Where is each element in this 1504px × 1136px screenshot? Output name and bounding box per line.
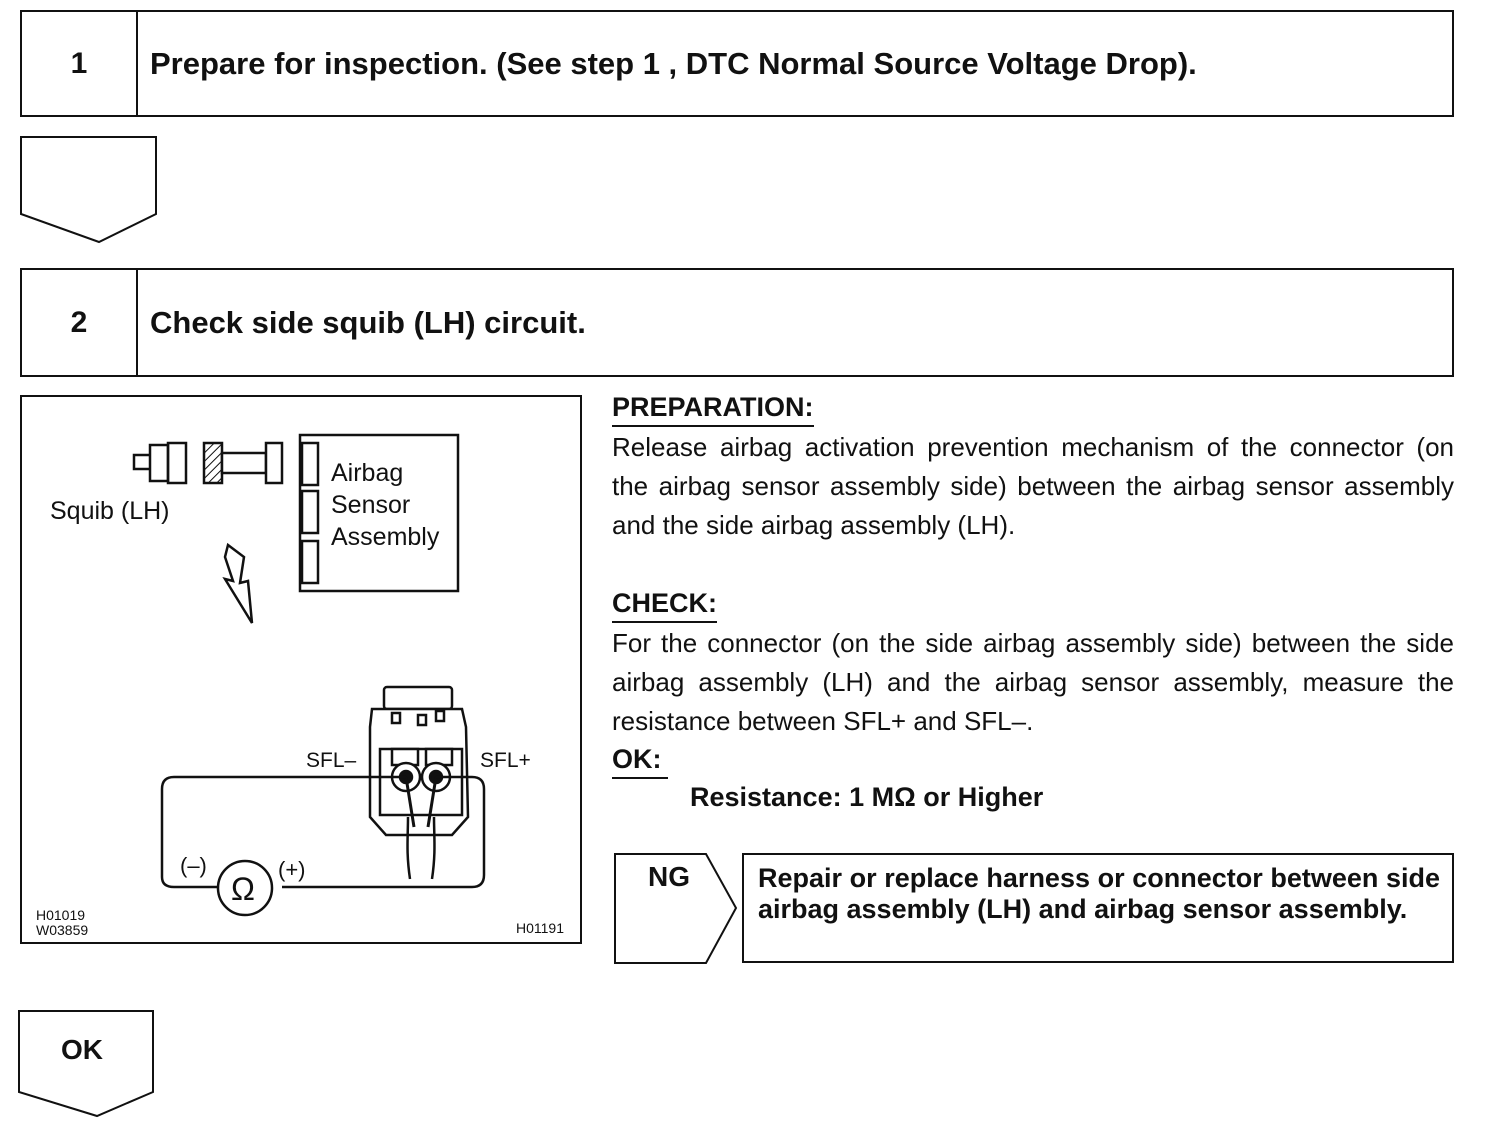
ng-arrow-shape [614, 853, 738, 964]
probe-plus [426, 776, 438, 828]
step-1-number: 1 [22, 12, 138, 115]
sensor-label-line3: Assembly [331, 523, 440, 551]
check-text: For the connector (on the side airbag as… [612, 628, 1454, 736]
preparation-heading: PREPARATION: [612, 392, 814, 427]
figure-code-left-2: W03859 [36, 922, 89, 938]
sfl-minus-label: SFL– [306, 749, 357, 772]
down-arrow-icon [222, 542, 254, 624]
meter-plus-label: (+) [278, 857, 306, 882]
meter-lead-loop [160, 775, 486, 889]
squib-plug-icon [132, 441, 188, 485]
step-1-title: Prepare for inspection. (See step 1 , DT… [150, 45, 1197, 81]
ok-resistance-value: Resistance: 1 MΩ or Higher [690, 782, 1044, 812]
harness-wire [406, 816, 436, 880]
ok-arrow-down: OK [18, 1010, 156, 1120]
figure-code-right: H01191 [516, 920, 565, 936]
ohm-symbol: Ω [231, 871, 255, 907]
sfl-plus-label: SFL+ [480, 749, 531, 772]
figure-code-left-1: H01019 [36, 907, 86, 923]
connector-pair-icon [202, 441, 284, 485]
inspection-figure: Squib (LH) Airbag Sensor Assembly SFL– S… [20, 395, 582, 944]
side-airbag-connector-icon [368, 685, 470, 837]
sensor-label-line2: Sensor [331, 491, 411, 519]
ok-label: OK [61, 1034, 103, 1065]
step-2-title: Check side squib (LH) circuit. [150, 304, 586, 340]
check-heading: CHECK: [612, 588, 717, 623]
ok-heading: OK: [612, 744, 668, 779]
squib-label: Squib (LH) [50, 497, 170, 525]
probe-minus [404, 776, 416, 828]
flow-arrow-shape [20, 136, 157, 244]
preparation-text: Release airbag activation prevention mec… [612, 432, 1454, 540]
airbag-sensor-assembly-box [298, 433, 460, 593]
step-2-number: 2 [22, 270, 138, 375]
flow-arrow-down [20, 136, 158, 244]
sensor-label-line1: Airbag [331, 459, 404, 487]
ohmmeter-icon [216, 859, 274, 917]
circuit-diagram [132, 433, 486, 917]
ng-arrow: NG [614, 853, 738, 965]
meter-minus-label: (–) [180, 853, 207, 878]
ng-repair-instruction: Repair or replace harness or connector b… [742, 853, 1454, 963]
step-2-box: 2 Check side squib (LH) circuit. [20, 268, 1454, 377]
ng-label: NG [648, 861, 690, 892]
step-1-box: 1 Prepare for inspection. (See step 1 , … [20, 10, 1454, 117]
ok-arrow-shape [18, 1010, 154, 1118]
